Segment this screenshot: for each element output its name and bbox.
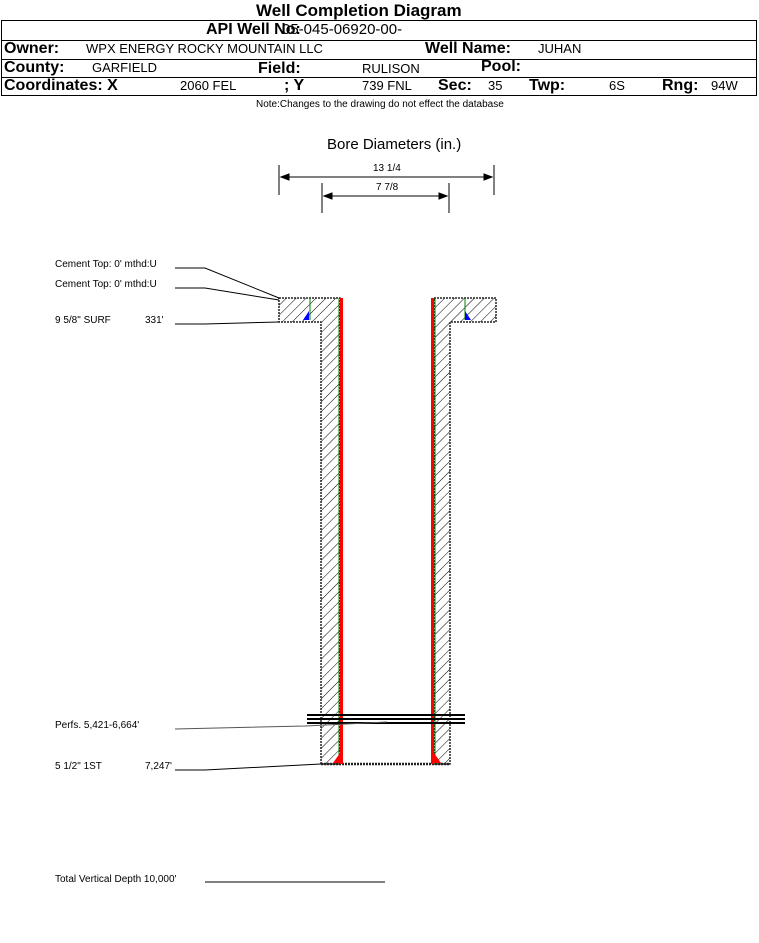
rng-label: Rng: xyxy=(662,77,699,94)
surface-casing-cement xyxy=(303,298,471,320)
perforations xyxy=(307,714,465,724)
owner-label: Owner: xyxy=(4,40,60,57)
well-name-value: JUHAN xyxy=(538,41,582,56)
surf-casing-label: 9 5/8" SURF xyxy=(55,315,111,326)
production-casing xyxy=(333,298,441,764)
prod-casing-label: 5 1/2" 1ST xyxy=(55,761,102,772)
rng-value: 94W xyxy=(711,78,738,93)
sec-value: 35 xyxy=(488,78,503,93)
county-value: GARFIELD xyxy=(92,60,158,75)
note-text: Note:Changes to the drawing do not effec… xyxy=(256,99,504,110)
cement-top-label-2: Cement Top: 0' mthd:U xyxy=(55,279,157,290)
tvd-label: Total Vertical Depth 10,000' xyxy=(55,874,177,885)
twp-value: 6S xyxy=(609,78,625,93)
coord-x-label: Coordinates: X xyxy=(4,77,118,94)
pool-label: Pool: xyxy=(481,58,521,75)
page-title: Well Completion Diagram xyxy=(256,1,462,20)
well-name-label: Well Name: xyxy=(425,40,511,57)
bore-title: Bore Diameters (in.) xyxy=(327,136,462,153)
sec-label: Sec: xyxy=(438,77,472,94)
owner-value: WPX ENERGY ROCKY MOUNTAIN LLC xyxy=(86,41,323,56)
cement-top-label-1: Cement Top: 0' mthd:U xyxy=(55,259,157,270)
api-value: 05-045-06920-00- xyxy=(282,21,403,38)
twp-label: Twp: xyxy=(529,77,566,94)
bore-dimension-arrows xyxy=(278,165,495,213)
api-label: API Well No: xyxy=(206,21,301,38)
coord-y-label: ; Y xyxy=(284,77,305,94)
well-info-header xyxy=(1,20,757,96)
coord-y-value: 739 FNL xyxy=(362,78,412,93)
coord-x-value: 2060 FEL xyxy=(180,78,237,93)
bore-inner-diameter: 7 7/8 xyxy=(376,182,399,193)
field-value: RULISON xyxy=(362,61,420,76)
leader-lines xyxy=(174,267,388,883)
prod-casing-depth: 7,247' xyxy=(145,761,172,772)
bore-outer-diameter: 13 1/4 xyxy=(373,163,401,174)
field-label: Field: xyxy=(258,60,301,77)
surf-casing-depth: 331' xyxy=(145,315,164,326)
county-label: County: xyxy=(4,59,65,76)
perfs-label: Perfs. 5,421-6,664' xyxy=(55,720,140,731)
cement-hatch xyxy=(278,297,497,766)
